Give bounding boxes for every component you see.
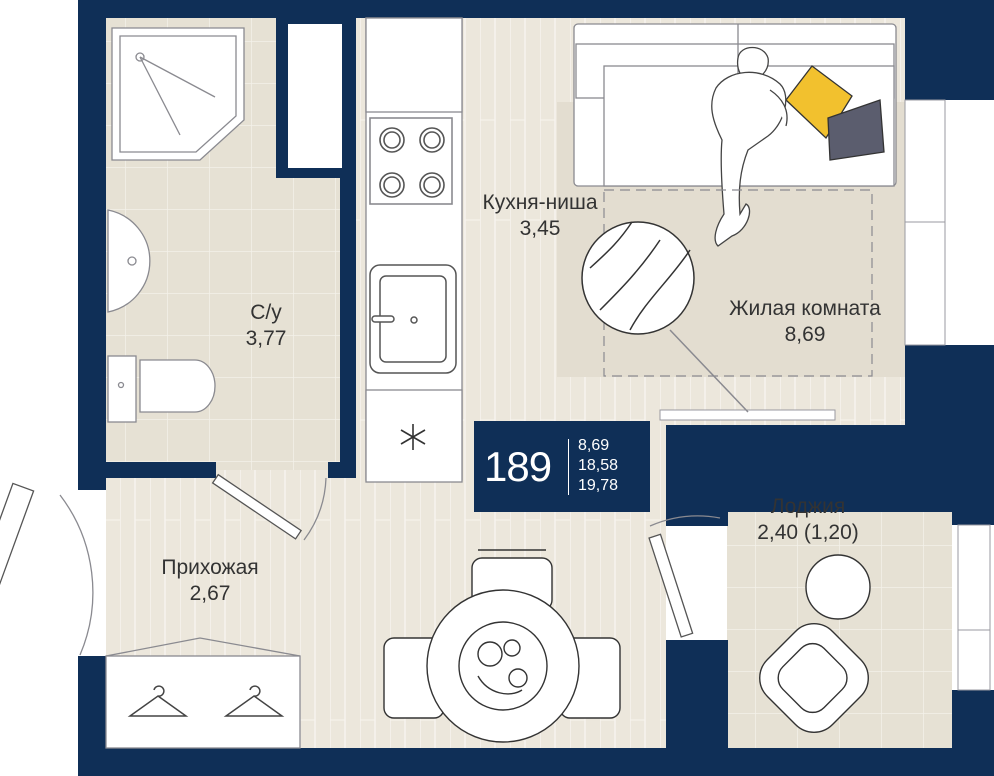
apartment-number: 189 — [484, 443, 552, 490]
loggia-door-icon — [648, 515, 721, 638]
loggia-label: Лоджия 2,40 (1,20) — [738, 494, 878, 546]
living-area-total: 8,69 — [578, 437, 610, 454]
toilet-icon — [107, 355, 216, 423]
loggia-area: 2,40 (1,20) — [757, 521, 859, 544]
badge-areas: 8,69 18,58 19,78 — [578, 436, 618, 496]
hall-area: 2,67 — [189, 582, 231, 605]
kitchen-sink-icon — [369, 264, 457, 374]
entry-door-icon — [0, 482, 94, 656]
kitchen-area: 3,45 — [519, 217, 561, 240]
hall-name: Прихожая — [161, 556, 259, 579]
apartment-badge: 189 8,69 18,58 19,78 — [474, 421, 650, 512]
armchair-icon — [759, 623, 869, 733]
bathroom-area: 3,77 — [245, 327, 287, 350]
kitchen-counter — [365, 17, 463, 483]
windows — [659, 99, 991, 691]
kitchen-name: Кухня-ниша — [482, 191, 598, 214]
loggia-table-icon — [805, 554, 871, 620]
wardrobe-icon — [105, 637, 301, 749]
pillow-grey-icon — [827, 99, 885, 161]
hanger-icon — [223, 685, 285, 717]
hall-label: Прихожая 2,67 — [135, 555, 285, 607]
fridge-snowflake-icon — [400, 424, 426, 450]
hanger-icon — [127, 685, 189, 717]
shower-icon — [111, 27, 245, 161]
bathroom-name: С/у — [250, 301, 282, 324]
person-icon — [711, 46, 788, 247]
stove-icon — [369, 117, 453, 205]
rug-outline — [603, 189, 873, 377]
living-label: Жилая комната 8,69 — [700, 296, 910, 348]
bathroom-door-icon — [211, 473, 327, 541]
living-area: 8,69 — [784, 323, 826, 346]
living-name: Жилая комната — [729, 297, 881, 320]
kitchen-label: Кухня-ниша 3,45 — [460, 190, 620, 242]
badge-divider — [568, 439, 569, 495]
dining-set-icon — [383, 549, 621, 743]
area-without-loggia: 18,58 — [578, 457, 619, 474]
loggia-name: Лоджия — [770, 495, 846, 518]
total-area: 19,78 — [578, 477, 619, 494]
sink-icon — [107, 209, 151, 313]
bathroom-label: С/у 3,77 — [226, 300, 306, 352]
coffee-table-icon — [581, 221, 749, 413]
